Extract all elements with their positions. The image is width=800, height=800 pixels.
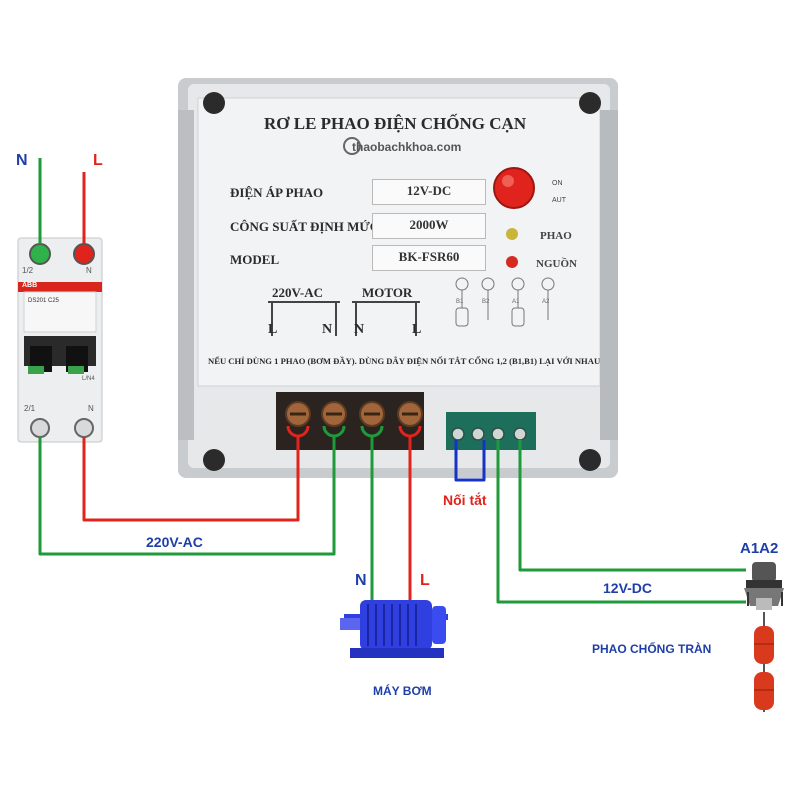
spec-value-model: BK-FSR60 [372,245,486,271]
float-wire-a2 [518,440,746,572]
relay-website: thaobachkhoa.com [352,140,462,154]
spec-label-voltage: ĐIỆN ÁP PHAO [230,185,324,200]
relay-title: RƠ LE PHAO ĐIỆN CHỐNG CẠN [264,114,527,133]
power-led-icon [506,256,518,268]
float-wire-a1 [496,440,746,604]
terminal-l-label: L [268,322,278,337]
breaker-bottom-terminal [30,418,50,438]
pump-motor-icon [340,600,448,658]
spec-label-power: CÔNG SUẤT ĐỊNH MỨC [230,219,380,234]
spec-label-model: MODEL [230,252,280,267]
wiring-note: NẾU CHỈ DÙNG 1 PHAO (BƠM ĐẦY). DÙNG DÂY … [208,356,601,366]
breaker-side-label: L/N4 [82,376,95,382]
breaker-pole-label: 1/2 [22,266,34,275]
terminal-l-label: L [412,322,422,337]
supply-voltage-label: 220V-AC [146,534,203,550]
input-terminal-label: 220V-AC [272,285,324,300]
circuit-breaker [17,237,103,443]
breaker-live-output-wire [82,436,300,522]
terminal-n-label: N [354,322,365,337]
supply-neutral-label: N [16,152,28,169]
led-power-label: NGUỒN [536,258,577,270]
mount-hole [203,92,225,114]
motor-terminal-label: MOTOR [362,285,413,300]
pump-live-label: L [420,572,430,589]
spec-value-power: 2000W [372,213,486,239]
mount-hole [579,92,601,114]
reset-button[interactable] [493,167,535,209]
float-voltage-label: 12V-DC [603,580,653,596]
relay-box [178,78,618,478]
breaker-pole-label: N [88,404,94,413]
supply-live-label: L [93,152,103,169]
terminal-n-label: N [322,322,333,337]
float-weight-icon [754,626,774,710]
breaker-pole-label: 2/1 [24,404,36,413]
phao-led-icon [506,228,518,240]
float-switch-icon [744,562,784,610]
spec-value-voltage: 12V-DC [372,179,486,205]
brand-logo-icon [343,137,361,155]
mount-hole [579,449,601,471]
short-link-label: Nối tắt [443,492,487,508]
breaker-model: DS201 C25 [28,298,60,304]
pump-neutral-label: N [355,572,367,589]
breaker-pole-label: N [86,266,92,275]
float-terminal-b1: B1 [456,299,464,305]
float-terminal-a1: A1 [512,299,520,305]
pump-name: MÁY BƠM [373,684,432,698]
button-aut-label: AUT [552,197,566,204]
float-terminal-label: A1A2 [740,540,779,557]
led-phao-label: PHAO [540,230,572,242]
short-link-wire [454,440,486,482]
breaker-neutral-output-wire [38,436,336,556]
breaker-top-terminal-n [29,243,51,265]
float-terminal-b2: B2 [482,299,490,305]
breaker-brand: ABB [22,282,38,289]
float-switch-name: PHAO CHỐNG TRÀN [592,642,712,656]
breaker-top-terminal-l [73,243,95,265]
mount-hole [203,449,225,471]
breaker-bottom-terminal [74,418,94,438]
button-on-label: ON [552,180,563,187]
float-terminal-a2: A2 [542,299,550,305]
